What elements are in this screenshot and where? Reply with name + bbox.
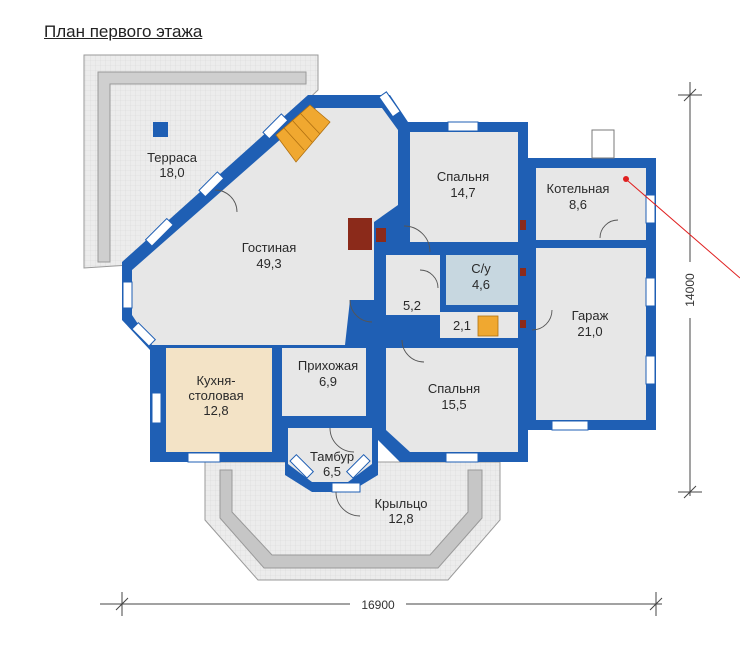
dimension-depth-label: 14000: [683, 273, 697, 307]
vent-marker: [520, 320, 526, 328]
room-name-bathroom: С/у: [471, 261, 491, 276]
room-area-bathroom: 4,6: [472, 277, 490, 292]
room-area-garage: 21,0: [577, 324, 602, 339]
room-name-porch: Крыльцо: [374, 496, 427, 511]
room-name-hallway: Прихожая: [298, 358, 358, 373]
room-area-kitchen: 12,8: [203, 403, 228, 418]
room-area-living: 49,3: [256, 256, 281, 271]
dimension-width-label: 16900: [361, 598, 395, 612]
vent-marker: [520, 220, 526, 230]
room-labels: Терраса 18,0 Гостиная 49,3 Спальня 14,7 …: [147, 150, 609, 526]
fireplace: [348, 218, 372, 250]
dimension-depth: 14000: [678, 82, 702, 499]
room-area-wc21: 2,1: [453, 318, 471, 333]
pointer-annotation: [623, 176, 740, 279]
doors: [214, 189, 619, 517]
room-area-vestibule: 6,5: [323, 464, 341, 479]
terrace-column: [153, 122, 168, 137]
staircase: [275, 104, 499, 337]
room-area-boiler: 8,6: [569, 197, 587, 212]
dimension-width: 16900: [100, 592, 663, 616]
vent-marker: [520, 268, 526, 276]
room-name-vestibule: Тамбур: [310, 449, 354, 464]
room-name-kitchen-2: столовая: [188, 388, 243, 403]
room-area-bedroom1: 14,7: [450, 185, 475, 200]
windows: [122, 91, 656, 493]
room-name-kitchen-1: Кухня-: [196, 373, 235, 388]
page-title: План первого этажа: [44, 22, 203, 41]
room-name-bedroom1: Спальня: [437, 169, 489, 184]
chimney-vent: [376, 228, 386, 242]
room-name-living: Гостиная: [242, 240, 297, 255]
room-area-hall52: 5,2: [403, 298, 421, 313]
room-name-garage: Гараж: [572, 308, 609, 323]
room-name-boiler: Котельная: [547, 181, 610, 196]
room-area-hallway: 6,9: [319, 374, 337, 389]
room-area-porch: 12,8: [388, 511, 413, 526]
room-name-bedroom2: Спальня: [428, 381, 480, 396]
room-area-bedroom2: 15,5: [441, 397, 466, 412]
room-name-terrace: Терраса: [147, 150, 198, 165]
room-area-terrace: 18,0: [159, 165, 184, 180]
